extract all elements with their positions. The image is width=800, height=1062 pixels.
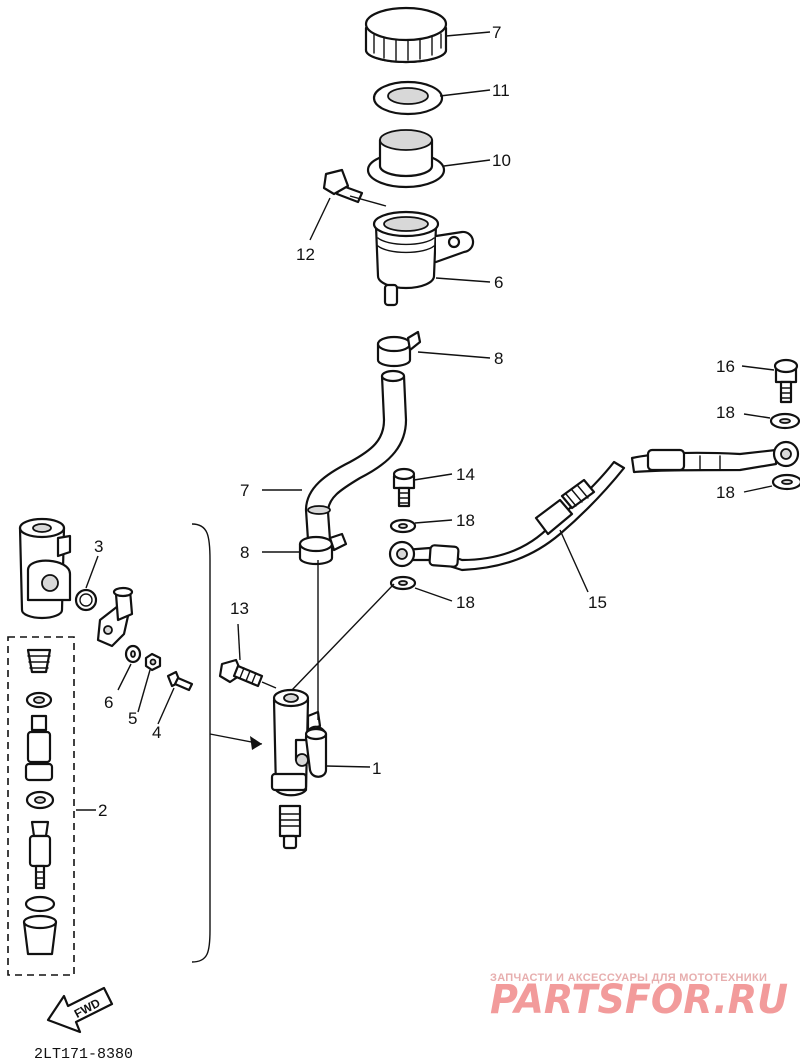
copper-washer-part[interactable] [771, 473, 800, 491]
diaphragm-part[interactable] [366, 129, 446, 189]
callout-1: 1 [372, 759, 381, 778]
callout-11: 10 [492, 151, 511, 170]
callout-8-upper: 8 [494, 349, 503, 368]
diaphragm-plate-part[interactable] [372, 80, 444, 116]
master-cylinder-part[interactable] [270, 688, 328, 850]
reservoir-hose-part[interactable] [304, 369, 408, 542]
hose-clamp-lower-part[interactable] [298, 532, 348, 566]
callout-18-d: 18 [716, 483, 735, 502]
callout-16: 14 [456, 465, 475, 484]
callout-6: 6 [104, 693, 113, 712]
callout-3: 3 [94, 537, 103, 556]
master-cylinder-bolt-part[interactable] [218, 658, 264, 688]
callout-15: 15 [588, 593, 607, 612]
watermark-tagline: ЗАПЧАСТИ И АКСЕССУАРЫ ДЛЯ МОТОТЕХНИКИ [490, 972, 767, 984]
watermark-logo: ЗАПЧАСТИ И АКСЕССУАРЫ ДЛЯ МОТОТЕХНИКИ PA… [490, 972, 788, 1023]
callout-17: 16 [716, 357, 735, 376]
drawing-code: 2LT171-8380 [34, 1046, 133, 1062]
piston-kit-part[interactable] [7, 636, 75, 976]
hose-clamp-upper-part[interactable] [376, 330, 422, 368]
callout-labels: 7 11 10 12 6 8 7 8 14 18 18 13 1 15 16 1… [94, 23, 735, 820]
watermark-brand: PARTSFOR.RU [490, 977, 788, 1023]
callout-14: 13 [230, 599, 249, 618]
callout-10: 7 [492, 23, 501, 42]
callout-18-c: 18 [716, 403, 735, 422]
callout-13: 12 [296, 245, 315, 264]
bolt-small-part[interactable] [166, 670, 194, 692]
reservoir-cap-part[interactable] [364, 6, 448, 64]
callout-9: 6 [494, 273, 503, 292]
callout-7: 7 [240, 481, 249, 500]
copper-washer-part[interactable] [389, 575, 417, 591]
copper-washer-part[interactable] [389, 518, 417, 534]
union-bolt-rear-part[interactable] [773, 358, 799, 404]
hose-fitting-part[interactable] [96, 586, 134, 648]
leader-lines [76, 31, 775, 811]
union-bolt-part[interactable] [392, 467, 416, 508]
fwd-arrow-icon: FWD [46, 986, 114, 1034]
washer-part[interactable] [124, 644, 142, 664]
callout-12: 11 [492, 81, 510, 100]
cylinder-body-part[interactable] [18, 517, 72, 620]
o-ring-part[interactable] [74, 588, 98, 612]
callout-18-b: 18 [456, 593, 475, 612]
reservoir-tank-part[interactable] [372, 210, 475, 307]
callout-4: 4 [152, 723, 161, 742]
callout-2: 2 [98, 801, 107, 820]
brake-hose-part[interactable] [388, 440, 800, 572]
callout-18-a: 18 [456, 511, 475, 530]
assembly-bracket [191, 523, 263, 963]
copper-washer-part[interactable] [769, 412, 800, 430]
callout-5: 5 [128, 709, 137, 728]
callout-8-lower: 8 [240, 543, 249, 562]
nut-part[interactable] [144, 652, 162, 672]
